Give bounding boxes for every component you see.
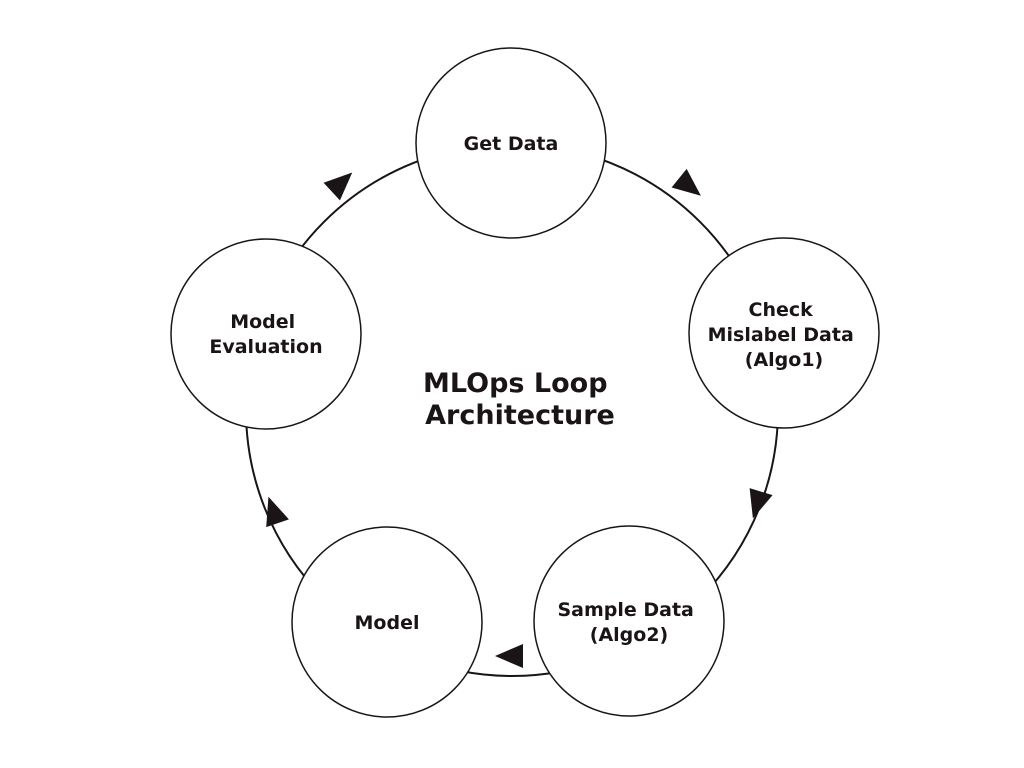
arrow-sample-to-model bbox=[495, 644, 523, 668]
diagram-title: MLOps Loop Architecture bbox=[423, 368, 617, 431]
node-model-evaluation: Model Evaluation bbox=[170, 238, 362, 430]
svg-text:Model Evaluation: Model Evaluation bbox=[209, 311, 322, 358]
arrow-model-to-evaluation bbox=[266, 496, 289, 528]
node-label-line: (Algo2) bbox=[590, 624, 668, 646]
diagram-title-line: Architecture bbox=[425, 400, 615, 431]
node-model: Model bbox=[291, 526, 483, 718]
node-label-line: Sample Data bbox=[557, 599, 693, 621]
node-circle bbox=[170, 238, 362, 430]
svg-text:Get Data: Get Data bbox=[464, 133, 559, 155]
arrow-get-data-to-check bbox=[671, 168, 701, 196]
node-label-line: Check bbox=[749, 299, 814, 321]
node-sample-data: Sample Data (Algo2) bbox=[533, 525, 725, 717]
svg-text:Model: Model bbox=[355, 612, 420, 634]
arrow-check-to-sample bbox=[749, 488, 773, 519]
diagram-title-line: MLOps Loop bbox=[423, 368, 608, 399]
edge-arrows bbox=[266, 168, 773, 668]
node-get-data: Get Data bbox=[415, 47, 607, 239]
node-circle bbox=[291, 526, 483, 718]
node-label-line: Model bbox=[230, 311, 295, 333]
node-circle bbox=[688, 237, 880, 429]
svg-text:Check Mislabel Data: Check Mislabel Data (Algo1) bbox=[708, 299, 861, 371]
arrow-evaluation-to-get-data bbox=[323, 172, 353, 201]
node-circle bbox=[533, 525, 725, 717]
node-circle bbox=[415, 47, 607, 239]
svg-text:Sample Data (Algo2): Sample Data (Algo2) bbox=[557, 599, 700, 646]
node-label-line: Get Data bbox=[464, 133, 559, 155]
node-label-line: Mislabel Data bbox=[708, 324, 854, 346]
node-label-line: Model bbox=[355, 612, 420, 634]
node-label-line: (Algo1) bbox=[745, 349, 823, 371]
node-check-mislabel-data: Check Mislabel Data (Algo1) bbox=[688, 237, 880, 429]
node-label-line: Evaluation bbox=[209, 336, 322, 358]
